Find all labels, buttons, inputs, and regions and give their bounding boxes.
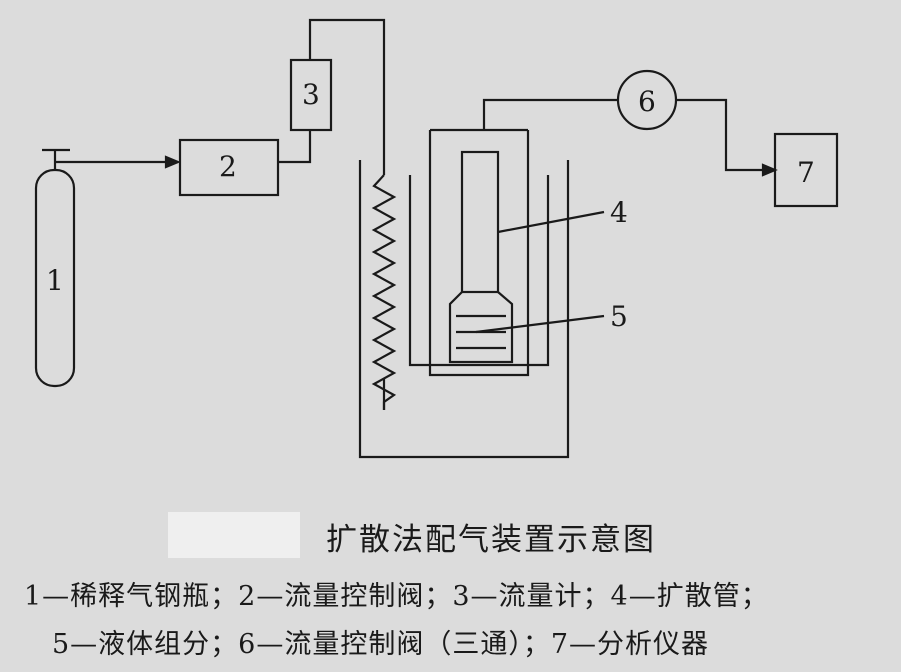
redacted-figure-number bbox=[168, 512, 300, 558]
legend-line-1: 1—稀释气钢瓶；2—流量控制阀；3—流量计；4—扩散管； bbox=[24, 581, 769, 612]
diffusion-chamber bbox=[408, 175, 550, 367]
flow-control-valve-box bbox=[178, 138, 280, 197]
label-4: 4 bbox=[610, 196, 628, 229]
pipe-chamber-to-valve bbox=[482, 98, 618, 130]
pipe-valve-to-analyzer bbox=[676, 98, 773, 172]
leader-line-5 bbox=[475, 314, 605, 334]
heat-exchange-coil bbox=[371, 174, 397, 410]
analyzer-box bbox=[773, 132, 839, 208]
pipe-valve-to-flowmeter bbox=[278, 130, 312, 164]
label-7: 7 bbox=[797, 156, 815, 189]
diffusion-chamber-inner bbox=[428, 130, 530, 377]
legend-line-2: 5—液体组分；6—流量控制阀（三通）；7—分析仪器 bbox=[52, 629, 710, 660]
label-6: 6 bbox=[638, 85, 656, 118]
leader-line-4 bbox=[497, 210, 605, 234]
arrow-into-analyzer bbox=[761, 163, 778, 177]
diffusion-tube bbox=[460, 150, 500, 294]
label-5: 5 bbox=[610, 300, 628, 333]
label-3: 3 bbox=[302, 78, 320, 111]
diffusion-apparatus-diagram: 1 2 3 4 5 6 7 bbox=[34, 18, 839, 459]
figure-title: 扩散法配气装置示意图 bbox=[326, 522, 656, 558]
arrow-into-valve bbox=[164, 155, 181, 169]
diffusion-tube-bulb bbox=[448, 291, 514, 364]
thermostat-bath bbox=[358, 160, 570, 459]
label-2: 2 bbox=[219, 150, 237, 183]
label-1: 1 bbox=[46, 264, 64, 297]
pipe-flowmeter-to-coil bbox=[308, 18, 386, 175]
